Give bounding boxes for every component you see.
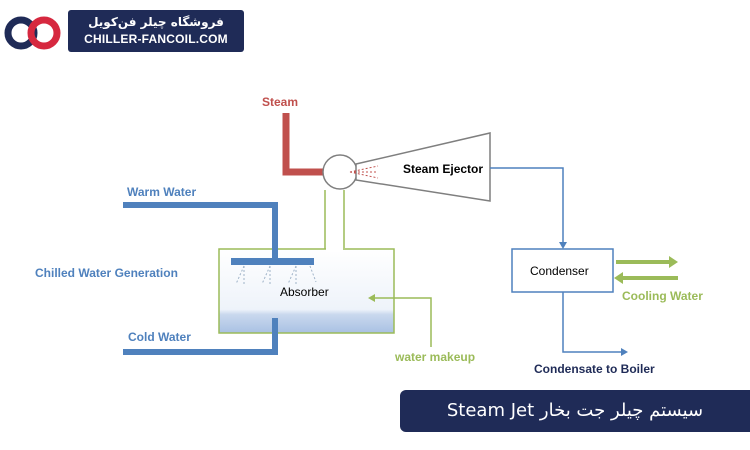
spray-header [231,258,314,265]
logo-badge[interactable]: فروشگاه چیلر فن‌کویل CHILLER-FANCOIL.COM [68,10,244,52]
logo-icon [4,16,61,50]
cooling-water-out-arrow [616,256,678,268]
spray-mist [235,265,317,285]
ejector-cone [355,132,491,202]
condensate-line [562,292,624,353]
condenser-label: Condenser [530,264,589,278]
cooling-water-label: Cooling Water [622,289,703,303]
steam-pipe [282,113,330,176]
steam-label: Steam [262,95,298,109]
ejector-to-condenser [490,167,564,245]
title-banner: سیستم چیلر جت بخار Steam Jet [400,390,750,432]
condenser-inlet-arrowhead [559,242,567,249]
condensate-arrowhead [621,348,628,356]
banner-title: سیستم چیلر جت بخار Steam Jet [446,400,704,421]
cooling-water-in-arrow [614,272,678,284]
absorber-label: Absorber [280,285,329,299]
cold-water-label: Cold Water [128,330,191,344]
logo-text-en: CHILLER-FANCOIL.COM [84,32,228,46]
logo-text-fa: فروشگاه چیلر فن‌کویل [88,15,224,29]
warm-water-label: Warm Water [127,185,196,199]
condensate-to-boiler-label: Condensate to Boiler [534,362,655,376]
cold-water-pipe [123,318,278,355]
chilled-water-generation-label: Chilled Water Generation [35,266,178,280]
warm-water-pipe [123,202,278,258]
steam-ejector-label: Steam Ejector [403,162,483,176]
water-makeup-label: water makeup [394,350,475,364]
water-makeup-arrowhead [368,294,375,302]
steam-spray [349,165,379,179]
water-makeup-line [372,297,432,347]
